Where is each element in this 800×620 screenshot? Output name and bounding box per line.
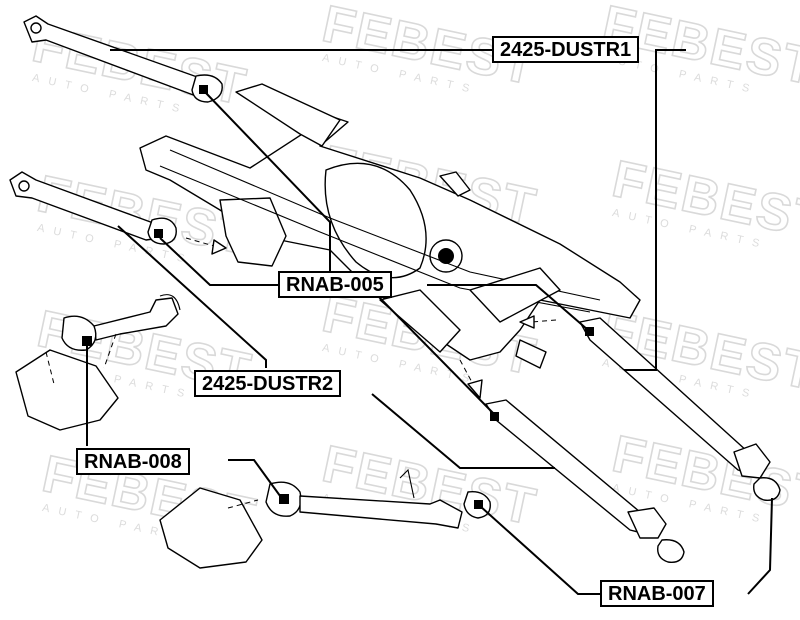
callout-rnab-005: RNAB-005 — [278, 271, 392, 298]
leader-rnab005-d — [377, 295, 495, 415]
left-bracket-upper — [15, 294, 181, 431]
callout-2425-dustr2: 2425-DUSTR2 — [194, 370, 342, 397]
leader-rnab008-b — [228, 459, 284, 501]
leader-lines — [86, 49, 773, 595]
leader-rnab007-a — [479, 505, 600, 595]
leader-dustr1-right — [624, 49, 686, 371]
left-bracket-lower — [159, 468, 491, 569]
callout-rnab-008: RNAB-008 — [76, 448, 190, 475]
right-lower-rod — [485, 399, 685, 563]
leader-rnab007-b — [747, 497, 773, 595]
arrows — [185, 237, 557, 399]
upper-left-rod — [23, 15, 223, 103]
leader-rnab005-b — [159, 237, 280, 286]
leader-rnab005-a — [204, 91, 331, 283]
callout-rnab-007: RNAB-007 — [600, 580, 714, 607]
watermark: FEBEST AUTO PARTS — [607, 149, 800, 252]
leader-dustr2-right — [371, 393, 555, 469]
right-upper-rod — [579, 317, 781, 501]
axle-assembly — [139, 83, 641, 369]
leader-rnab005-c — [427, 284, 589, 331]
callout-2425-dustr1: 2425-DUSTR1 — [492, 36, 640, 63]
leader-dustr2 — [117, 225, 267, 368]
lower-left-rod — [9, 171, 177, 245]
